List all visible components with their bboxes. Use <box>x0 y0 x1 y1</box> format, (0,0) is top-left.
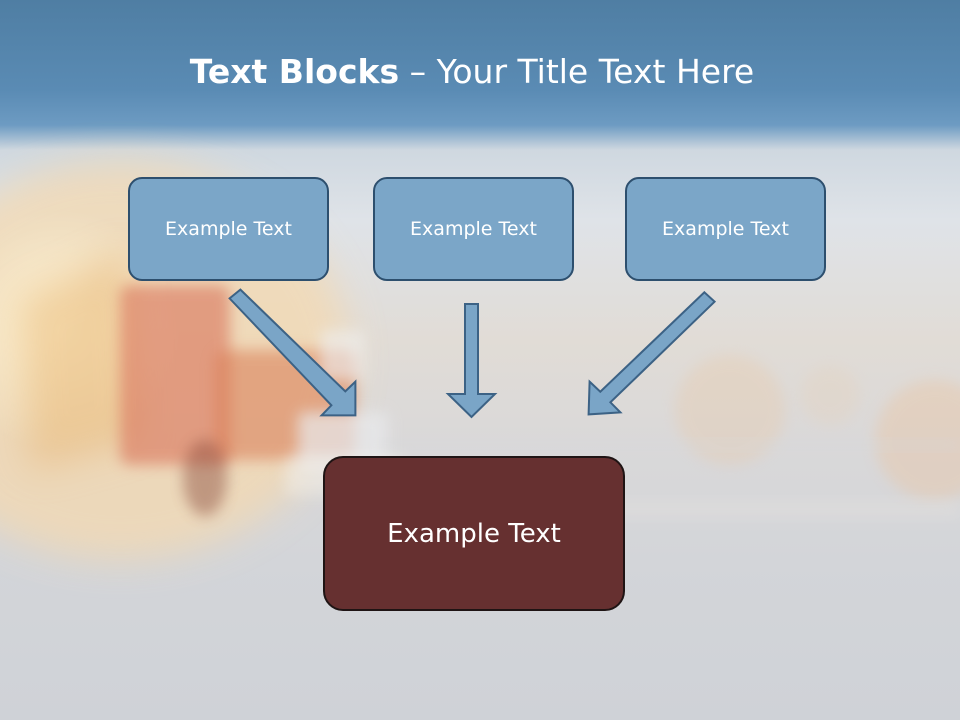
title-bold: Text Blocks <box>189 52 400 91</box>
title-rest: Your Title Text Here <box>436 52 755 91</box>
text-block-3-label: Example Text <box>662 218 789 240</box>
main-text-block: Example Text <box>323 456 625 611</box>
text-block-2: Example Text <box>373 177 574 281</box>
arrow-center-down <box>445 303 498 419</box>
slide-title: Text Blocks – Your Title Text Here <box>0 52 944 91</box>
title-dash: – <box>399 52 437 91</box>
text-block-2-label: Example Text <box>410 218 537 240</box>
text-block-3: Example Text <box>625 177 826 281</box>
main-text-block-label: Example Text <box>387 518 561 549</box>
text-block-1: Example Text <box>128 177 329 281</box>
arrow-left-diagonal <box>228 288 357 417</box>
text-block-1-label: Example Text <box>165 218 292 240</box>
arrow-right-diagonal <box>587 290 717 416</box>
